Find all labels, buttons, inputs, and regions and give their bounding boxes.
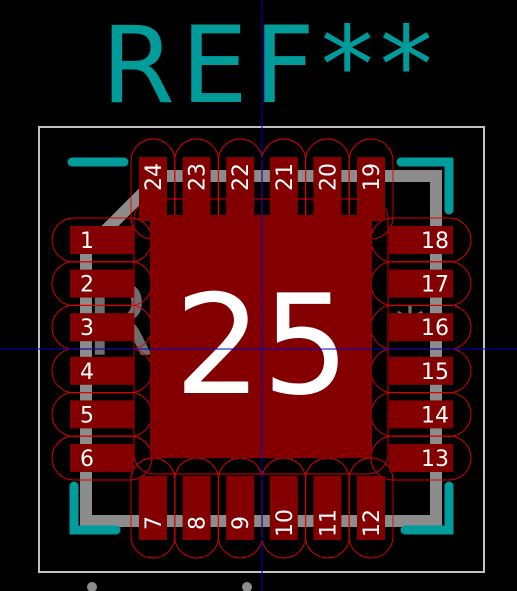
pad-4[interactable] xyxy=(70,356,134,385)
pad-10[interactable] xyxy=(269,476,298,540)
pad-3[interactable] xyxy=(70,313,134,342)
pad-14[interactable] xyxy=(389,400,453,429)
pad-22[interactable] xyxy=(226,157,255,221)
pad-label-7: 7 xyxy=(142,516,167,530)
silkscreen-corner-marks xyxy=(67,157,454,535)
pad-label-23: 23 xyxy=(186,163,211,191)
pad-label-22: 22 xyxy=(229,163,254,191)
pad-label-17: 17 xyxy=(421,273,449,298)
pad-label-15: 15 xyxy=(421,360,449,385)
reference-designator[interactable]: REF** xyxy=(101,4,439,127)
pad-label-20: 20 xyxy=(316,163,341,191)
pad-12[interactable] xyxy=(357,476,385,540)
pad-label-9: 9 xyxy=(229,516,254,530)
pad-23[interactable] xyxy=(182,157,211,221)
pad-24[interactable] xyxy=(139,157,167,221)
pad-17[interactable] xyxy=(389,269,453,298)
pad-label-19: 19 xyxy=(360,163,385,191)
pad-15[interactable] xyxy=(389,356,453,385)
pad-1[interactable] xyxy=(70,226,134,254)
pad-label-8: 8 xyxy=(186,516,211,530)
pad-label-6: 6 xyxy=(80,447,94,472)
pad-label-2: 2 xyxy=(80,273,94,298)
pad-label-11: 11 xyxy=(316,509,341,537)
pad-layer xyxy=(70,157,453,540)
pad-label-16: 16 xyxy=(421,316,449,341)
pad-label-4: 4 xyxy=(80,360,94,385)
neighbor-item-left xyxy=(87,582,97,591)
pad-19[interactable] xyxy=(357,157,385,221)
pad-18[interactable] xyxy=(389,226,453,254)
pad-20[interactable] xyxy=(313,157,342,221)
silk-mark-top-right xyxy=(396,157,454,215)
pad-13[interactable] xyxy=(389,444,453,472)
pad-label-24: 24 xyxy=(142,163,167,191)
pad-5[interactable] xyxy=(70,400,134,429)
pad-label-18: 18 xyxy=(421,229,449,254)
pad-7[interactable] xyxy=(139,476,167,540)
pad-16[interactable] xyxy=(389,313,453,342)
silk-mark-bottom-left xyxy=(69,481,121,535)
pad-8[interactable] xyxy=(182,476,211,540)
pad-11[interactable] xyxy=(313,476,342,540)
pad-label-1: 1 xyxy=(80,229,94,254)
pad-label-10: 10 xyxy=(273,509,298,537)
pad-2[interactable] xyxy=(70,269,134,298)
neighbor-item-right xyxy=(242,582,252,591)
pad-label-3: 3 xyxy=(80,316,94,341)
silk-mark-bottom-right xyxy=(400,481,454,535)
pad-6[interactable] xyxy=(70,444,134,472)
pad-label-21: 21 xyxy=(273,163,298,191)
pad-label-5: 5 xyxy=(80,403,94,428)
pad-label-14: 14 xyxy=(421,403,449,428)
pad-9[interactable] xyxy=(226,476,255,540)
center-pad-25[interactable] xyxy=(150,215,372,458)
pad-21[interactable] xyxy=(269,157,298,221)
pad-label-13: 13 xyxy=(421,447,449,472)
pad-label-12: 12 xyxy=(360,509,385,537)
